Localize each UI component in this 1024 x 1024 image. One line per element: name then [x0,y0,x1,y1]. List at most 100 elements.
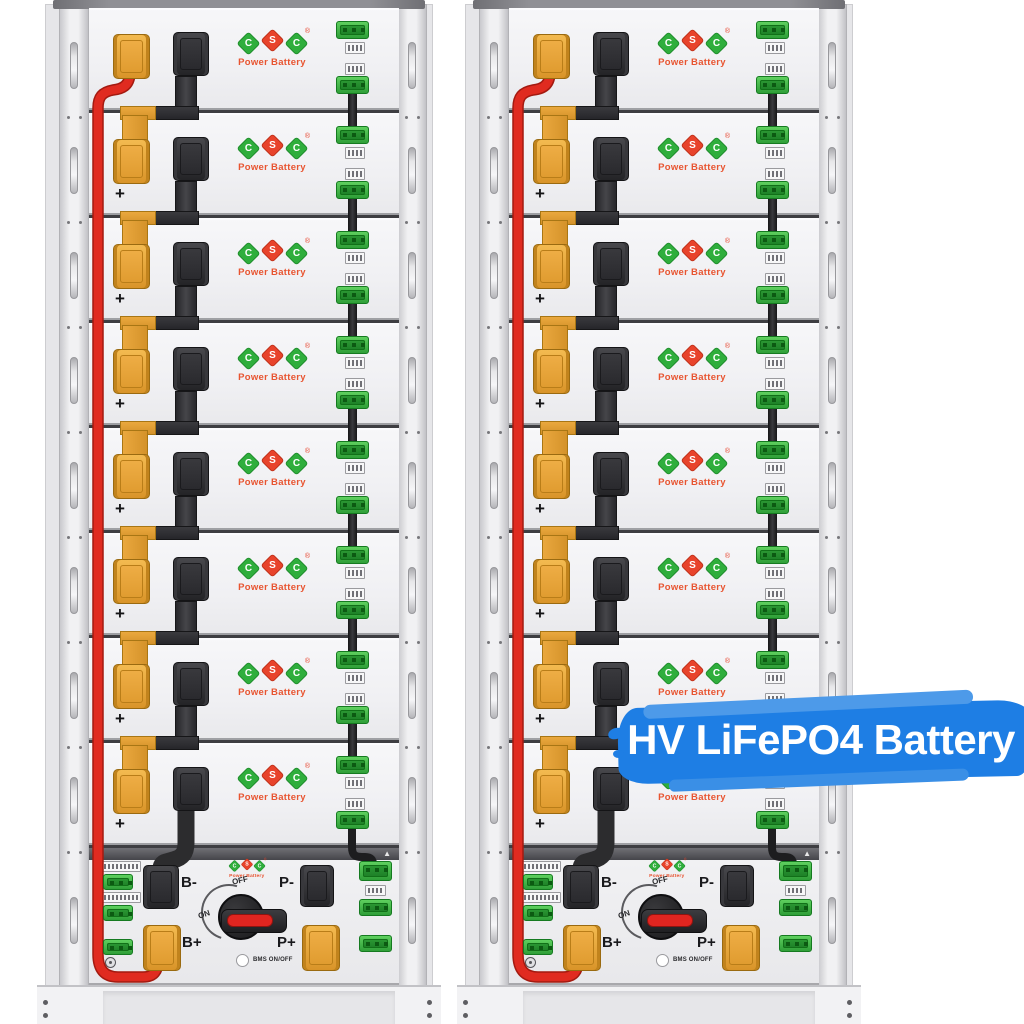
rail-screw [837,326,840,329]
logo-diamond: C [235,136,261,161]
negative-connector [173,662,209,706]
bms-comm-terminal [359,861,392,881]
rail-slot [828,147,836,194]
rail-screw [487,536,490,539]
terminal-label [345,672,365,684]
logo-letter: C [664,38,672,49]
busbar-positive-strap [122,640,148,666]
base-screw [847,1013,852,1018]
terminal-label [345,378,365,390]
comm-daisy-cable [348,300,357,342]
logo-letter: C [292,38,300,49]
logo-diamond: C [703,661,729,686]
positive-polarity-mark: + [535,709,545,728]
logo-diamond: C [235,766,261,791]
positive-connector [113,244,150,289]
rail-screw [405,221,408,224]
logo-diamond: C [703,451,729,476]
terminal-label [345,588,365,600]
rail-screw [79,431,82,434]
terminal-label [765,798,785,810]
negative-connector [593,242,629,286]
logo-letter: C [664,458,672,469]
logo-letter: S [268,140,276,151]
rail-slot [828,462,836,509]
logo-diamond: C [235,241,261,266]
logo-letter: S [688,245,696,256]
logo-diamond: C [655,31,681,56]
rail-screw [487,326,490,329]
positive-polarity-mark: + [535,394,545,413]
busbar-link-dark [571,106,619,120]
logo-diamond: C [283,31,309,56]
rail-slot [70,897,78,944]
brand-name: Power Battery [649,873,685,879]
negative-connector [173,32,209,76]
bms-top-band: ▲ [89,848,399,860]
rail-slot [70,147,78,194]
comm-terminal-lower [336,706,369,724]
logo-letter: C [244,248,252,259]
busbar-positive-strap [542,115,568,141]
bms-io-terminal [103,905,133,921]
rail-slot [490,357,498,404]
positive-connector [533,139,570,184]
positive-connector [533,349,570,394]
registered-mark: ® [304,448,310,455]
rail-screw [417,536,420,539]
comm-terminal-upper [336,231,369,249]
rail-screw [837,221,840,224]
rail-screw [79,536,82,539]
rack-rail-left [59,4,89,988]
brand-name: Power Battery [238,372,306,383]
positive-polarity-mark: + [115,289,125,308]
logo-letter: C [244,38,252,49]
logo-letter: S [268,770,276,781]
rail-slot [490,42,498,89]
rail-slot [70,567,78,614]
pplus-connector [722,925,760,971]
busbar-link-dark [571,526,619,540]
logo-letter: S [268,665,276,676]
comm-daisy-cable [768,405,777,447]
rail-screw [67,221,70,224]
rail-slot [408,897,416,944]
bms-io-terminal [523,905,553,921]
busbar-link-dark [151,631,199,645]
registered-mark: ® [724,658,730,665]
brand-name: Power Battery [229,873,265,879]
comm-daisy-cable [348,510,357,552]
brand-name: Power Battery [658,57,726,68]
base-screw [427,1013,432,1018]
rack-rail-right [817,4,847,988]
logo-diamond: C [703,346,729,371]
logo-diamond: C [283,661,309,686]
brand-name: Power Battery [658,477,726,488]
bms-io-label [97,861,141,872]
comm-terminal-lower [336,76,369,94]
registered-mark: ® [304,658,310,665]
rail-slot [490,777,498,824]
bms-power-label: BMS ON/OFF [253,957,293,963]
registered-mark: ® [304,763,310,770]
comm-terminal-upper [756,441,789,459]
bms-io-label [517,892,561,903]
logo-letter: S [268,245,276,256]
negative-connector [593,557,629,601]
rail-screw [825,326,828,329]
busbar-link-dark [571,316,619,330]
rail-screw [487,851,490,854]
rail-screw [837,116,840,119]
registered-mark: ® [304,133,310,140]
comm-terminal-upper [336,441,369,459]
logo-diamond: S [259,553,285,578]
busbar-link-dark [151,106,199,120]
base-screw [43,1000,48,1005]
registered-mark: ® [724,133,730,140]
